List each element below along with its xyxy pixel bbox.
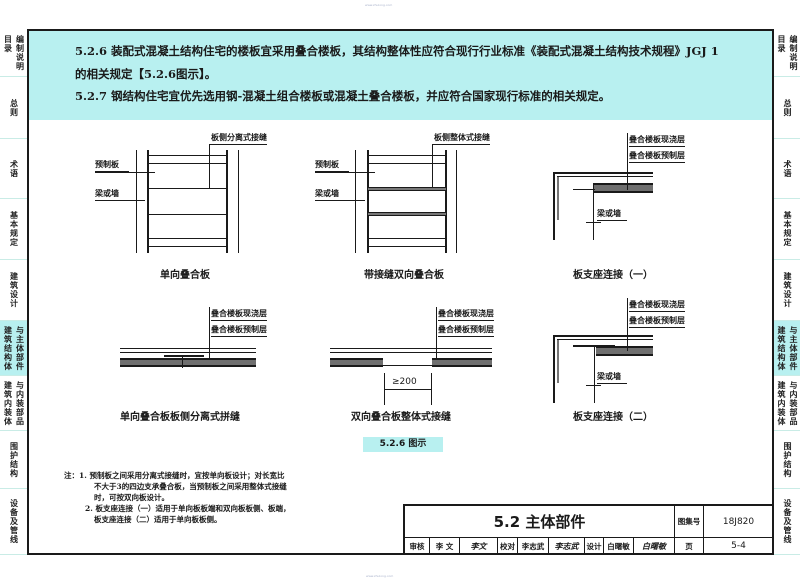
tab-interior[interactable]: 与内装部品建筑内装体 — [0, 376, 27, 431]
tab-general[interactable]: 总则 — [774, 77, 800, 139]
label-beam-or-wall: 梁或墙 — [597, 371, 627, 384]
clause-panel: 5.2.6 装配式混凝土结构住宅的楼板宜采用叠合楼板，其结构整体性应符合现行行业… — [29, 31, 772, 120]
checker-name: 李志武 — [518, 538, 549, 555]
tab-architectural-design[interactable]: 建筑设计 — [774, 260, 800, 321]
tab-general[interactable]: 总则 — [0, 77, 27, 139]
label-cast-in-situ-layer: 叠合楼板现浇层 — [211, 308, 267, 321]
tab-structure-main[interactable]: 与主体部件建筑结构体 — [0, 321, 27, 376]
atlas-number: 18J820 — [704, 506, 774, 538]
review-label: 审核 — [405, 538, 430, 555]
label-precast-layer: 叠合楼板预制层 — [438, 324, 494, 337]
tab-basic-rules[interactable]: 基本规定 — [774, 199, 800, 260]
clause-5-2-6-line2: 的相关规定【5.2.6图示】。 — [75, 67, 217, 81]
tab-compile-notes[interactable]: 编制说明目录 — [774, 29, 800, 77]
label-precast-layer: 叠合楼板预制层 — [629, 150, 685, 163]
note-1-line-1: 注：1. 预制板之间采用分离式接缝时，宜按单向板设计；对长宽比 — [64, 471, 285, 480]
label-integral-joint: 板侧整体式接缝 — [432, 132, 490, 145]
label-precast-slab: 预制板 — [95, 159, 129, 172]
label-separate-joint: 板侧分离式接缝 — [209, 132, 267, 145]
tab-equipment[interactable]: 设备及管线 — [774, 489, 800, 555]
title-block: 5.2 主体部件 图集号 18J820 审核 李 文 李文 校对 李志武 李志武… — [403, 504, 774, 555]
watermark-top: www.zhulong.com — [365, 3, 393, 7]
page-label: 页 — [675, 538, 704, 555]
label-precast-layer: 叠合楼板预制层 — [211, 324, 267, 337]
label-precast-slab: 预制板 — [315, 159, 349, 172]
designer-signature: 白曙敏 — [634, 538, 675, 555]
note-2-line-2: 板支座连接（二）适用于单向板板侧。 — [94, 515, 222, 524]
dimension-min-200: ≥200 — [392, 377, 417, 387]
label-precast-layer: 叠合楼板预制层 — [629, 315, 685, 328]
caption-two-way-integral-joint: 双向叠合板整体式接缝 — [351, 412, 451, 423]
notes: 注：1. 预制板之间采用分离式接缝时，宜按单向板设计；对长宽比 不大于3的四边支… — [64, 470, 290, 525]
note-1-line-3: 时，可按双向板设计。 — [94, 493, 169, 502]
tab-compile-notes[interactable]: 编制说明目录 — [0, 29, 27, 77]
check-label: 校对 — [498, 538, 518, 555]
caption-support-connection-2: 板支座连接（二） — [573, 412, 653, 423]
label-cast-in-situ-layer: 叠合楼板现浇层 — [629, 134, 685, 147]
caption-support-connection-1: 板支座连接（一） — [573, 270, 653, 281]
drawing-title: 5.2 主体部件 — [405, 506, 675, 538]
tab-architectural-design[interactable]: 建筑设计 — [0, 260, 27, 321]
label-cast-in-situ-layer: 叠合楼板现浇层 — [629, 299, 685, 312]
figure-badge: 5.2.6 图示 — [363, 437, 443, 452]
clause-5-2-6-line1: 5.2.6 装配式混凝土结构住宅的楼板宜采用叠合楼板，其结构整体性应符合现行行业… — [75, 44, 719, 58]
label-cast-in-situ-layer: 叠合楼板现浇层 — [438, 308, 494, 321]
tab-envelope[interactable]: 围护结构 — [0, 431, 27, 489]
note-1-line-2: 不大于3的四边支承叠合板，当预制板之间采用整体式接缝 — [94, 482, 287, 491]
side-index-left: 编制说明目录 总则 术语 基本规定 建筑设计 与主体部件建筑结构体 与内装部品建… — [0, 29, 27, 555]
designer-name: 白曙敏 — [604, 538, 634, 555]
reviewer-name: 李 文 — [430, 538, 460, 555]
caption-one-way-separate-joint: 单向叠合板板侧分离式拼缝 — [120, 412, 240, 423]
watermark-bottom: www.zhulong.com — [366, 574, 394, 578]
tab-interior[interactable]: 与内装部品建筑内装体 — [774, 376, 800, 431]
tab-terms[interactable]: 术语 — [0, 139, 27, 199]
caption-one-way-slab: 单向叠合板 — [160, 270, 210, 281]
reviewer-signature: 李文 — [460, 538, 498, 555]
design-label: 设计 — [585, 538, 604, 555]
clause-5-2-7: 5.2.7 钢结构住宅宜优先选用钢-混凝土组合楼板或混凝土叠合楼板，并应符合国家… — [75, 89, 611, 103]
side-index-right: 编制说明目录 总则 术语 基本规定 建筑设计 与主体部件建筑结构体 与内装部品建… — [774, 29, 800, 555]
caption-two-way-slab: 带接缝双向叠合板 — [364, 270, 444, 281]
label-beam-or-wall: 梁或墙 — [597, 208, 627, 221]
tab-envelope[interactable]: 围护结构 — [774, 431, 800, 489]
page-number: 5-4 — [704, 538, 774, 555]
atlas-label: 图集号 — [675, 506, 704, 538]
tab-terms[interactable]: 术语 — [774, 139, 800, 199]
tab-basic-rules[interactable]: 基本规定 — [0, 199, 27, 260]
tab-structure-main[interactable]: 与主体部件建筑结构体 — [774, 321, 800, 376]
checker-signature: 李志武 — [549, 538, 585, 555]
note-2-line-1: 2. 板支座连接（一）适用于单向板板端和双向板板侧、板端， — [85, 504, 291, 513]
tab-equipment[interactable]: 设备及管线 — [0, 489, 27, 555]
